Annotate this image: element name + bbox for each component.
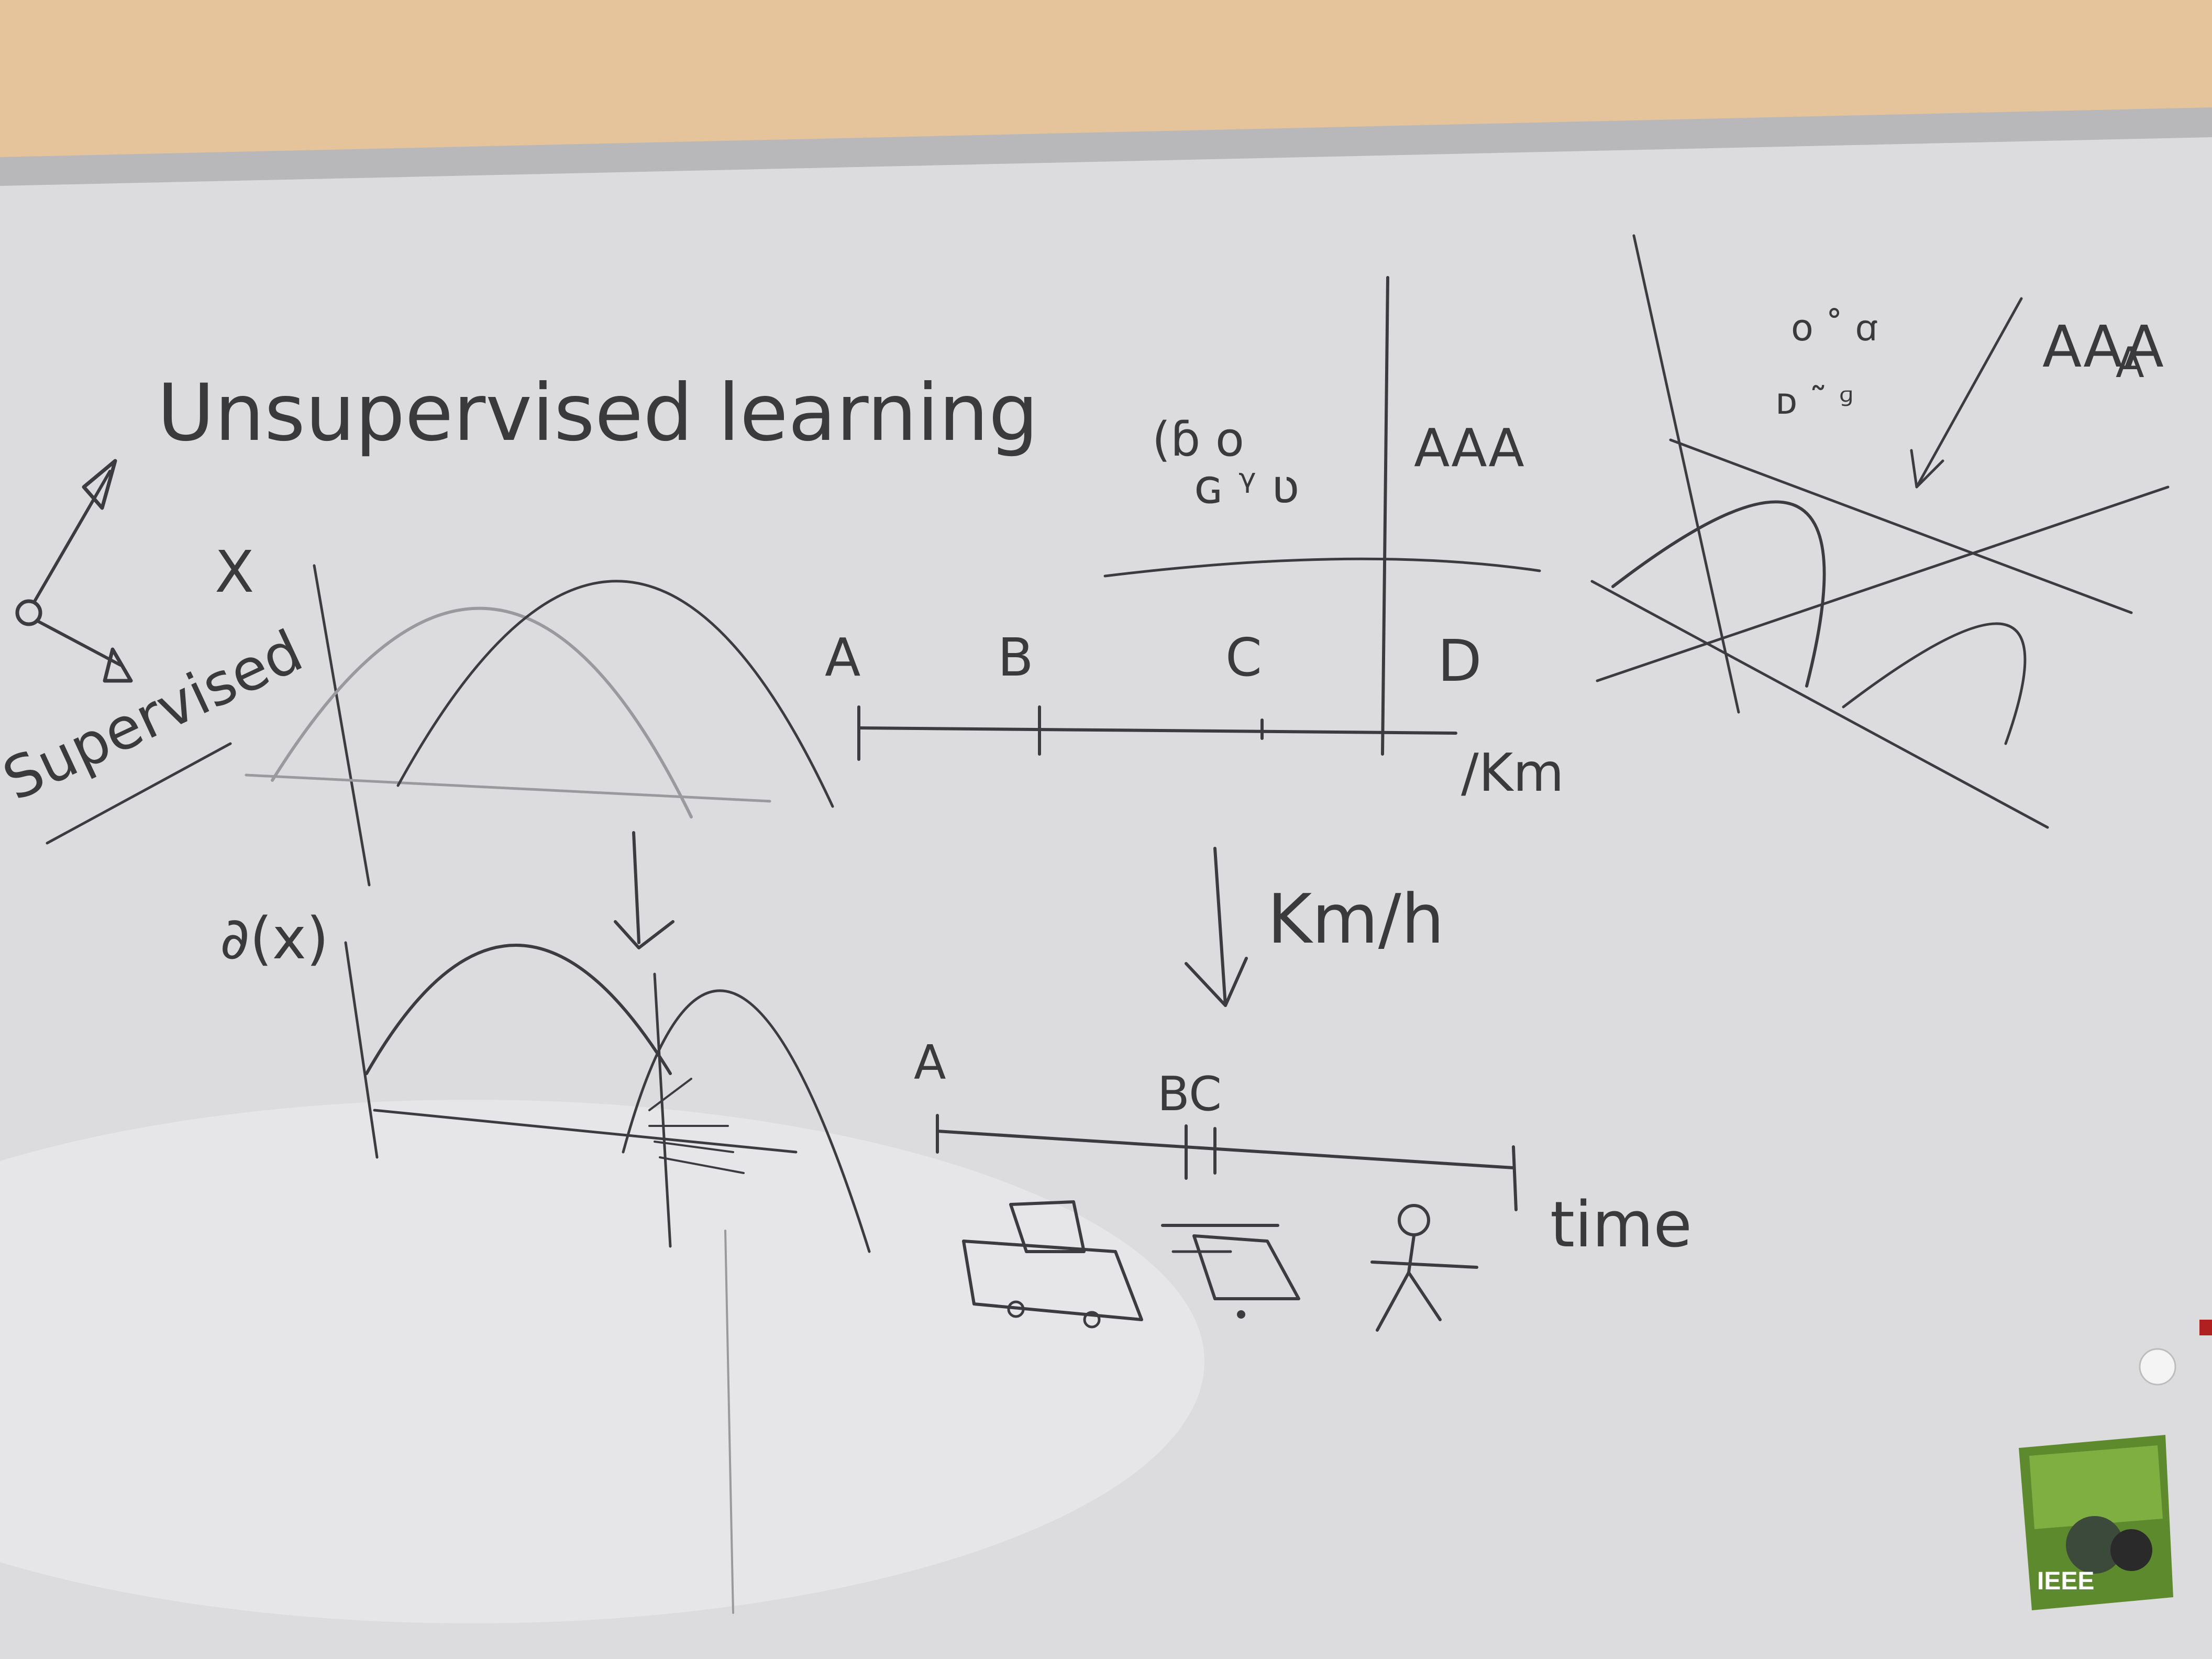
svg-text:ɢ ᵞ ʋ: ɢ ᵞ ʋ [1194,459,1299,514]
right-cluster-a-extra: A [2116,338,2144,387]
label-b: B [998,627,1034,688]
kmh-label: Km/h [1267,879,1444,959]
label-a-time: A [914,1035,946,1090]
svg-text:o ˚ ꭤ: o ˚ ꭤ [1791,306,1877,349]
right-cluster-a: AAA [2042,313,2164,380]
down-arrow-left [632,831,640,944]
x-label: X [215,538,254,605]
magnet-white [2139,1348,2176,1386]
time-label: time [1550,1189,1692,1262]
bike-doodle [1161,1224,1300,1319]
label-d: D [1437,627,1482,694]
person-doodle [1370,1204,1478,1332]
magnet-red [2199,1320,2212,1335]
km-unit-label: /Km [1461,742,1564,803]
gaussian-graph-bottom [344,941,871,1614]
svg-text:(ɓ o: (ɓ o [1152,412,1244,467]
time-scale: A BC time [914,1035,1692,1262]
quadrant-cluster-a: AAA [1414,417,1524,479]
ieee-sticker-icon: IEEE [2019,1435,2173,1610]
svg-text:ᴅ ˜ ᶢ: ᴅ ˜ ᶢ [1775,380,1854,423]
right-sketch: o ˚ ꭤ ᴅ ˜ ᶢ AAA A [1590,234,2170,829]
label-c: C [1225,627,1262,688]
fx-label: ∂(x) [220,905,329,972]
gaussian-graph-top [245,564,834,887]
quadrant-sketch: (ɓ o ɢ ᵞ ʋ AAA [1103,276,1541,756]
down-arrow-center [1213,847,1227,1007]
car-doodle [962,1200,1143,1329]
light-glare [0,1100,1204,1623]
ieee-sticker-text: IEEE [2037,1567,2094,1595]
label-a: A [825,627,860,688]
board-frame [0,107,2212,189]
label-bc-time: BC [1157,1067,1222,1122]
title-handwriting: Unsupervised learning [157,368,1038,459]
km-scale: A B C D /Km [825,627,1564,803]
